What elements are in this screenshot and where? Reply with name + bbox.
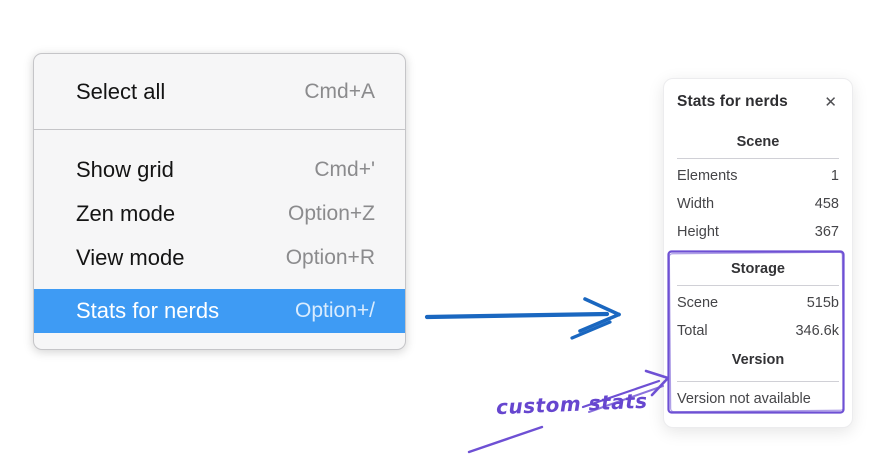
menu-item-shortcut: Cmd+A (304, 80, 375, 103)
stats-panel-header: Stats for nerds ✕ (677, 91, 839, 113)
menu-item-shortcut: Option+Z (288, 202, 375, 225)
section-divider (677, 381, 839, 382)
section-heading-scene: Scene (736, 134, 780, 150)
stat-label: Scene (677, 295, 719, 311)
stat-value: 458 (814, 196, 839, 212)
section-heading-storage: Storage (731, 261, 785, 277)
menu-item-label: Zen mode (76, 201, 176, 226)
close-icon[interactable]: ✕ (824, 93, 837, 111)
stat-row-storage-scene: Scene 515b (677, 289, 839, 317)
stat-label: Elements (677, 168, 738, 184)
menu-item-label: View mode (76, 245, 185, 270)
menu-item-label: Select all (76, 79, 166, 104)
menu-item-label: Show grid (76, 157, 174, 182)
stats-panel: Stats for nerds ✕ Scene Elements 1 Width… (663, 78, 853, 428)
section-divider (677, 158, 839, 159)
context-menu: Select all Cmd+A Show grid Cmd+' Zen mod… (33, 53, 406, 350)
menu-separator (34, 129, 405, 130)
stat-value: 515b (806, 295, 839, 311)
stat-value: 346.6k (795, 323, 839, 339)
menu-item-shortcut: Option+/ (295, 299, 375, 322)
stat-label: Height (677, 224, 719, 240)
stat-label: Total (677, 323, 708, 339)
menu-item-shortcut: Option+R (285, 246, 375, 269)
blue-arrow-icon (424, 297, 621, 340)
menu-item-show-grid[interactable]: Show grid Cmd+' (34, 148, 405, 192)
section-heading-version: Version (731, 352, 785, 368)
stat-row-elements: Elements 1 (677, 162, 839, 190)
menu-item-shortcut: Cmd+' (314, 158, 375, 181)
version-note: Version not available (677, 391, 811, 407)
stat-row-height: Height 367 (677, 218, 839, 246)
stat-row-width: Width 458 (677, 190, 839, 218)
menu-item-label: Stats for nerds (76, 298, 220, 323)
annotation-label: custom stats (495, 388, 648, 420)
stat-label: Width (677, 196, 715, 212)
stats-panel-title: Stats for nerds (677, 93, 788, 110)
stat-row-storage-total: Total 346.6k (677, 317, 839, 345)
stat-value: 1 (830, 168, 839, 184)
menu-item-stats-for-nerds[interactable]: Stats for nerds Option+/ (34, 289, 405, 333)
menu-item-select-all[interactable]: Select all Cmd+A (34, 68, 405, 116)
stat-value: 367 (814, 224, 839, 240)
menu-item-zen-mode[interactable]: Zen mode Option+Z (34, 192, 405, 236)
menu-item-view-mode[interactable]: View mode Option+R (34, 236, 405, 280)
section-divider (677, 285, 839, 286)
